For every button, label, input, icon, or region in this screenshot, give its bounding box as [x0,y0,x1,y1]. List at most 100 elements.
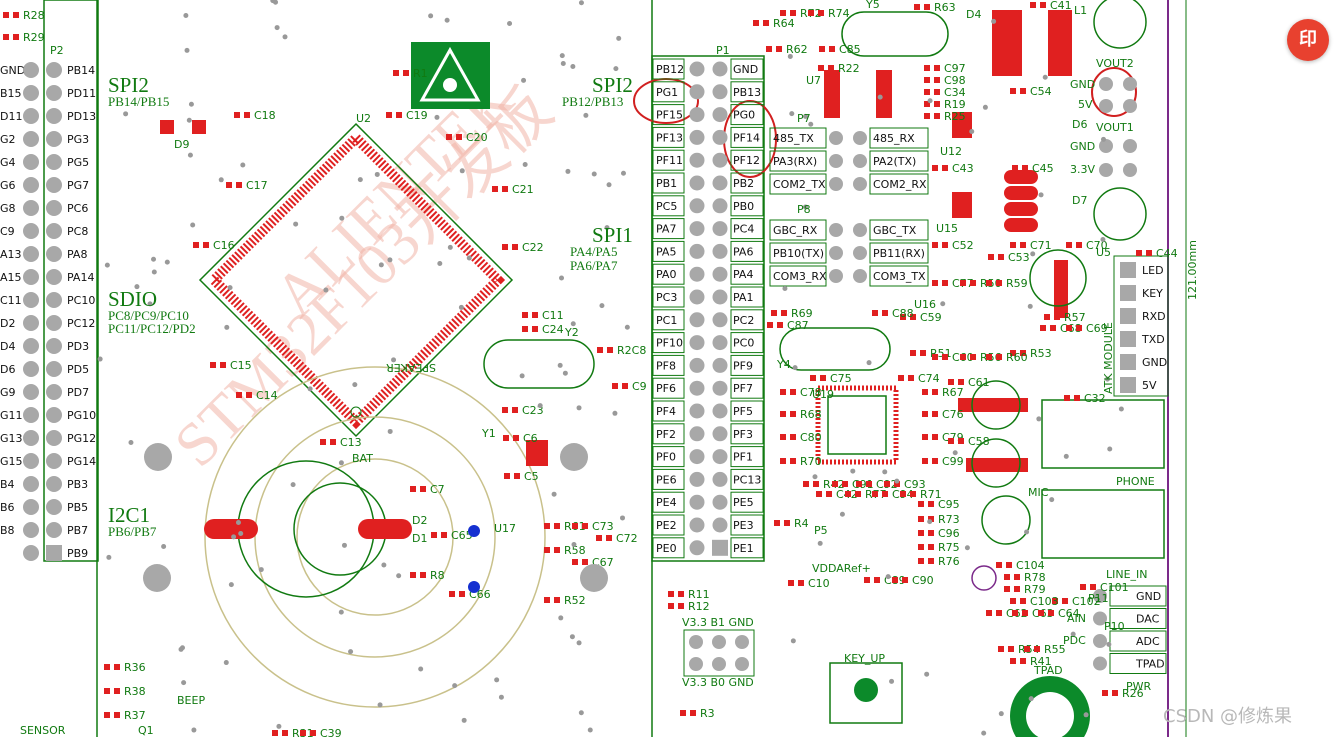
p2-pin-right: PD11 [67,87,96,100]
component-label: C69 [1086,322,1108,335]
vout-gnd2-label: GND [1070,140,1095,153]
pin-pad [1099,99,1113,113]
component-label: R3 [700,707,715,720]
p1-pin-right: PF1 [733,451,753,464]
pin-pad [712,517,728,533]
component-label: R74 [828,7,850,20]
component-label: R70 [800,455,822,468]
pin-pad [712,494,728,510]
pin-pad [689,657,703,671]
p1-pin-right: PC2 [733,314,754,327]
pin-pad [712,289,728,305]
component-label: C13 [340,436,362,449]
pin-label-box [730,195,764,217]
pin-pad [1099,77,1113,91]
pin-pad [712,61,728,77]
pin-label-box [652,263,685,285]
component-label: C71 [1030,239,1052,252]
q1-label: Q1 [138,724,154,737]
floating-tool-button[interactable]: 印 [1287,19,1329,61]
pin-label-box [652,377,685,399]
p2-pin-right: PB7 [67,524,88,537]
sensor-label: SENSOR [20,724,66,737]
pwr-label: PWR [1126,680,1152,693]
pin-pad [46,384,62,400]
u12-label: U12 [940,145,962,158]
p1-pin-left: PE6 [656,473,677,486]
p2-pin-right: PB5 [67,501,88,514]
p8-jumper-right: COM3_TX [873,270,926,283]
pin-pad [46,407,62,423]
pin-pad [853,131,867,145]
u5-label: U5 [1096,246,1111,259]
d4-label: D4 [966,8,981,21]
component-label: R79 [1024,583,1046,596]
component-label: R8 [430,569,445,582]
pin-pad [689,289,705,305]
line-in-pin-label: TPAD [1135,658,1165,671]
pin-pad [853,246,867,260]
p2-pin-left: A15 [0,271,22,284]
component-label: C98 [944,74,966,87]
pin-pad [46,223,62,239]
p2-label: P2 [50,44,64,57]
pin-label-box [730,400,764,422]
pin-label-box [730,537,764,559]
p2-pin-right: PG3 [67,133,89,146]
component-label: C52 [952,239,974,252]
p1-pin-left: PC1 [656,314,677,327]
component-label: C99 [942,455,964,468]
component-label: C41 [1050,0,1072,12]
p2-pin-right: PC12 [67,317,95,330]
component-label: C59 [920,311,942,324]
pin-pad [46,292,62,308]
i2c1-pins: PB6/PB7 [108,524,157,539]
p1-pin-right: PF14 [733,131,760,144]
component-label: R38 [124,685,146,698]
pin-pad [712,403,728,419]
p2-pin-left: A13 [0,248,22,261]
p2-pin-right: PC6 [67,202,88,215]
vias [97,0,1124,736]
pin-pad [829,131,843,145]
component-label: R12 [688,600,710,613]
pin-pad [23,223,39,239]
tpad-touch [1010,676,1090,737]
component-label: C24 [542,323,564,336]
pin-pad [712,198,728,214]
component-label: R26 [1122,687,1144,700]
csdn-watermark: CSDN @修炼果 [1163,706,1293,727]
sdio-line2: PC11/PC12/PD2 [108,321,196,336]
p2-pin-left: G15 [0,455,23,468]
component-label: C75 [830,372,852,385]
p1-pin-right: PF3 [733,428,753,441]
p1-pin-left: PE4 [656,496,677,509]
pin-pad [689,243,705,259]
p1-pin-right: PG0 [733,109,755,122]
pin-pad [1099,163,1113,177]
pin-pad [1099,139,1113,153]
u7-label: U7 [806,74,821,87]
pin-pad [712,449,728,465]
component-label: C85 [839,43,861,56]
i2c1-title: I2C1 [108,503,150,527]
component-label: R2C8 [617,344,646,357]
p7-jumper-right: 485_RX [873,132,915,145]
p7-jumper-left: 485_TX [773,132,814,145]
atk-pin-label: 5V [1142,379,1157,392]
p2-pin-left: G9 [0,386,16,399]
p2-pin-left: G11 [0,409,23,422]
pin-label-box [730,332,764,354]
p10-label: P10 [1104,620,1125,633]
vout2-label: VOUT2 [1096,57,1134,70]
component-label: C9 [632,380,647,393]
component-label: R4 [794,517,809,530]
p2-pin-right: PG12 [67,432,96,445]
p1-pin-left: PA5 [656,245,676,258]
red-pads [160,10,1072,472]
p1-pin-right: PC13 [733,473,761,486]
component-label: R62 [786,43,808,56]
pin-pad [829,269,843,283]
component-label: R76 [938,555,960,568]
section-labels: SPI2 PB14/PB15 SDIO PC8/PC9/PC10 PC11/PC… [108,73,633,539]
